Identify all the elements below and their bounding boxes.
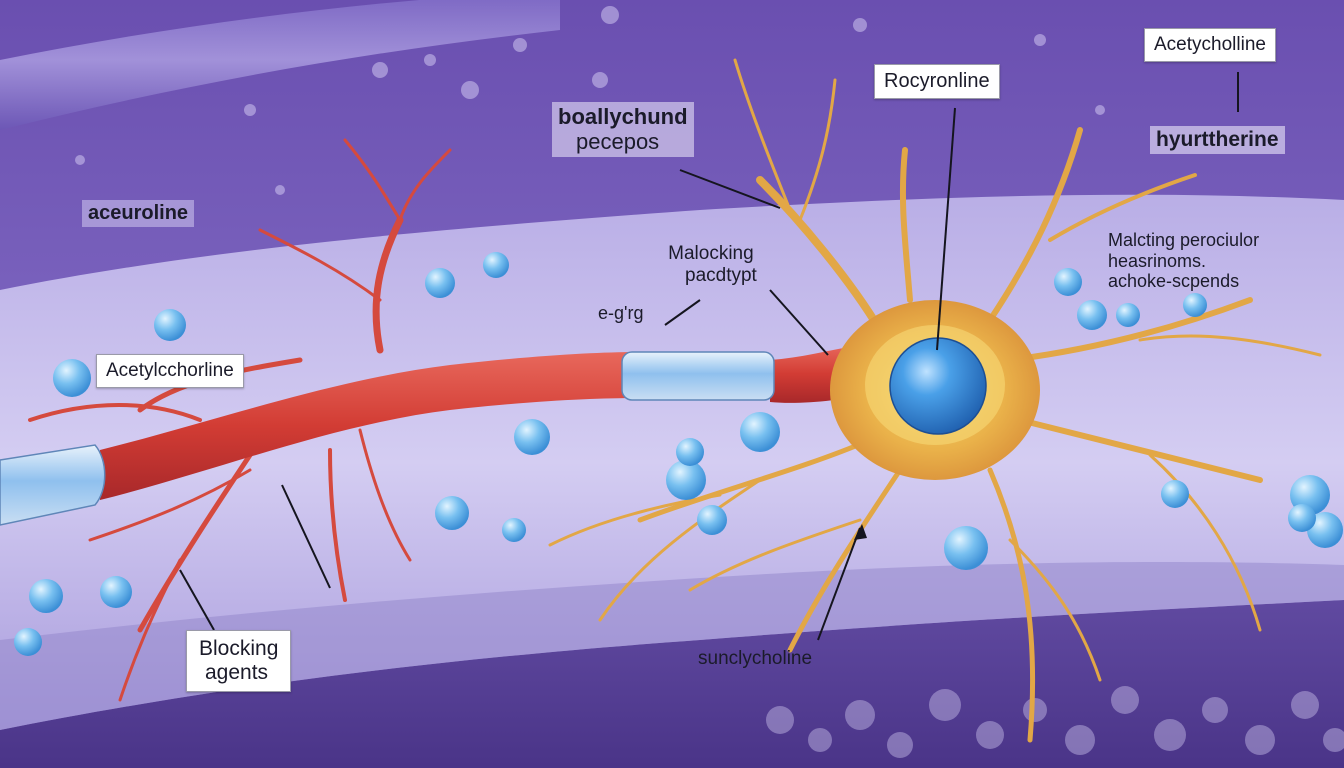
label-blocking-line2: agents: [205, 661, 269, 685]
label-boallychund-line1: boallychund: [558, 104, 688, 129]
label-sunclycholine: sunclycholine: [698, 648, 813, 669]
axon: [100, 352, 640, 500]
label-malocking-line1: Malocking: [668, 243, 754, 264]
label-boallychund-line2: pecepos: [576, 129, 660, 155]
label-blocking-agents: Blocking agents: [186, 630, 292, 693]
nucleus: [889, 337, 987, 435]
label-blocking-line1: Blocking: [199, 637, 279, 660]
label-malcting-line2: heasrinoms.: [1108, 250, 1207, 271]
label-rocyronline: Rocyronline: [874, 64, 1000, 99]
tissue-band-shadow: [0, 562, 1344, 730]
label-malocking-line2: pacdtypt: [685, 264, 757, 286]
label-malocking: Malocking pacdtypt: [665, 243, 757, 287]
label-hyurttherine: hyurttherine: [1150, 126, 1285, 155]
label-aceuroline: aceuroline: [82, 200, 195, 227]
label-boallychund: boallychund pecepos: [552, 102, 694, 157]
label-malcting-line1: Malcting perociulor: [1108, 230, 1260, 250]
bottom-bokeh: [766, 686, 1344, 758]
label-malcting: Malcting perociulor heasrinoms. achoke-s…: [1108, 230, 1259, 292]
vesicles: [14, 252, 1343, 656]
label-acetycholline-top: Acetycholline: [1144, 28, 1276, 62]
label-egrg: e-g'rg: [598, 303, 644, 323]
label-malcting-line3: achoke-scpends: [1108, 271, 1240, 292]
arrow-head: [854, 524, 867, 540]
background-sparkles: [75, 6, 1105, 195]
myelin-sheath-center: [621, 351, 775, 401]
label-acetylcchorline: Acetylcchorline: [96, 354, 244, 388]
myelin-sheath-left: [0, 444, 106, 526]
neuron-dendrites: [548, 58, 1322, 743]
pointer-lines: [179, 72, 1239, 641]
upper-tube: [0, 0, 560, 130]
